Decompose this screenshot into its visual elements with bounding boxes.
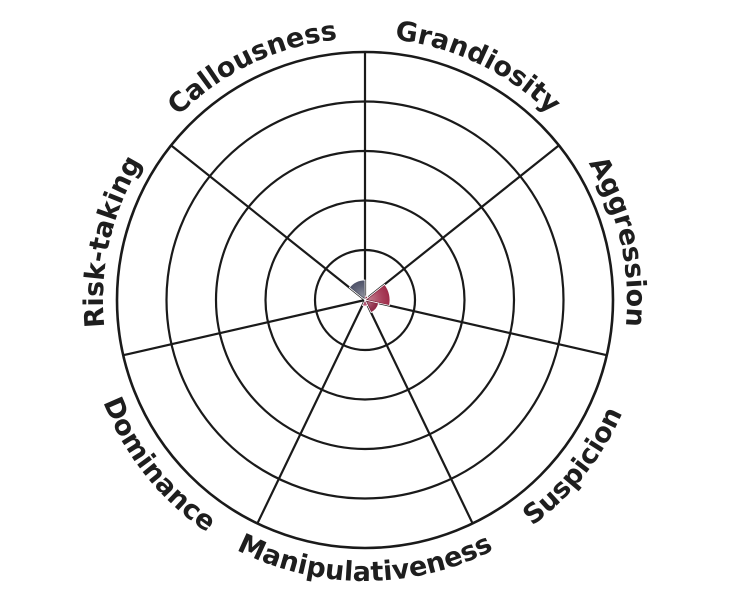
grid-spoke-5 bbox=[256, 299, 366, 524]
data-wedges bbox=[348, 279, 391, 314]
label-suspicion: Suspicion bbox=[517, 402, 629, 531]
label-risk-taking: Risk-taking bbox=[79, 150, 148, 328]
wedge-suspicion bbox=[364, 299, 380, 314]
label-callousness: Callousness bbox=[162, 16, 339, 122]
wedge-callousness bbox=[348, 279, 366, 301]
grid-spoke-7 bbox=[170, 144, 366, 301]
grid-spoke-2 bbox=[364, 144, 560, 301]
grid-spoke-6 bbox=[122, 298, 366, 357]
label-grandiosity: Grandiosity bbox=[393, 16, 566, 120]
wedge-aggression bbox=[364, 283, 391, 307]
wedge-manipulativeness bbox=[361, 299, 369, 307]
polar-grid bbox=[115, 50, 615, 550]
label-manipulativeness: Manipulativeness bbox=[233, 528, 497, 588]
grid-spoke-4 bbox=[364, 299, 474, 524]
grid-spoke-3 bbox=[364, 298, 608, 357]
label-aggression: Aggression bbox=[582, 151, 651, 328]
